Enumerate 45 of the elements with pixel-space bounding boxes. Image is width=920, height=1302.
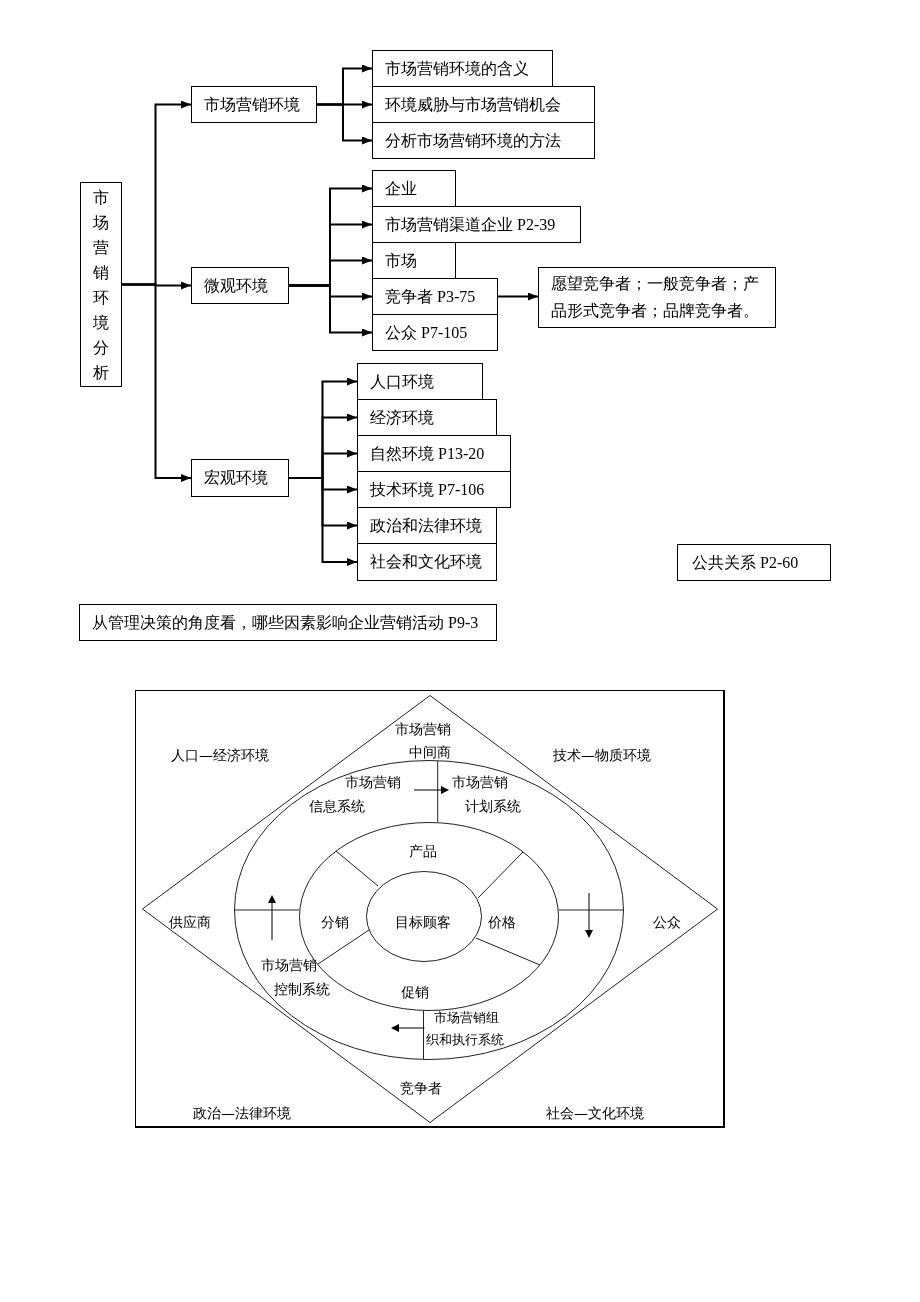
category-box: 宏观环境 — [191, 459, 289, 497]
item-box: 竞争者 P3-75 — [372, 278, 498, 315]
ring-label: 市场营销控制系统 — [261, 956, 330, 999]
category-box: 市场营销环境 — [191, 86, 317, 123]
category-box: 微观环境 — [191, 267, 289, 304]
item-box: 人口环境 — [357, 363, 483, 400]
item-box: 自然环境 P13-20 — [357, 435, 511, 472]
sector-label: 产品 — [409, 843, 437, 859]
item-box: 技术环境 P7-106 — [357, 471, 511, 508]
sector-label: 分销 — [321, 914, 349, 930]
ring-label: 市场营销计划系统 — [452, 773, 521, 816]
item-box: 市场营销渠道企业 P2-39 — [372, 206, 581, 243]
item-box: 经济环境 — [357, 399, 497, 436]
side-label: 公众 — [653, 914, 681, 930]
center-label: 目标顾客 — [395, 914, 451, 930]
item-box: 企业 — [372, 170, 456, 207]
item-box: 公众 P7-105 — [372, 314, 498, 351]
item-box: 分析市场营销环境的方法 — [372, 122, 595, 159]
center-ellipse — [366, 871, 482, 962]
item-box: 社会和文化环境 — [357, 543, 497, 581]
question-box: 从管理决策的角度看，哪些因素影响企业营销活动 P9-3 — [79, 604, 497, 641]
side-label: 市场营销中间商 — [394, 720, 451, 762]
item-box: 市场营销环境的含义 — [372, 50, 553, 87]
note-box: 公共关系 P2-60 — [677, 544, 831, 581]
arrow — [288, 284, 373, 337]
corner-label: 人口—经济环境 — [171, 747, 269, 763]
ring-label: 市场营销信息系统 — [309, 773, 402, 816]
sector-label: 价格 — [488, 914, 516, 930]
corner-label: 政治—法律环境 — [193, 1105, 291, 1121]
ring-label: 市场营销组织和执行系统 — [426, 1009, 505, 1049]
corner-label: 社会—文化环境 — [546, 1105, 644, 1121]
item-box: 环境威胁与市场营销机会 — [372, 86, 595, 123]
outer-ellipse — [234, 760, 624, 1060]
arrow — [121, 283, 192, 482]
sector-label: 促销 — [401, 984, 429, 1000]
item-box: 政治和法律环境 — [357, 507, 497, 544]
side-label: 竞争者 — [400, 1080, 442, 1096]
corner-label: 技术—物质环境 — [553, 747, 651, 763]
side-label: 供应商 — [169, 914, 211, 930]
note-box: 愿望竞争者；一般竞争者；产品形式竞争者；品牌竞争者。 — [538, 267, 776, 328]
arrow — [316, 103, 373, 145]
item-box: 市场 — [372, 242, 456, 279]
title-box: 市场营销环境分析 — [80, 182, 122, 387]
arrow — [497, 292, 539, 301]
arrow — [288, 477, 358, 566]
